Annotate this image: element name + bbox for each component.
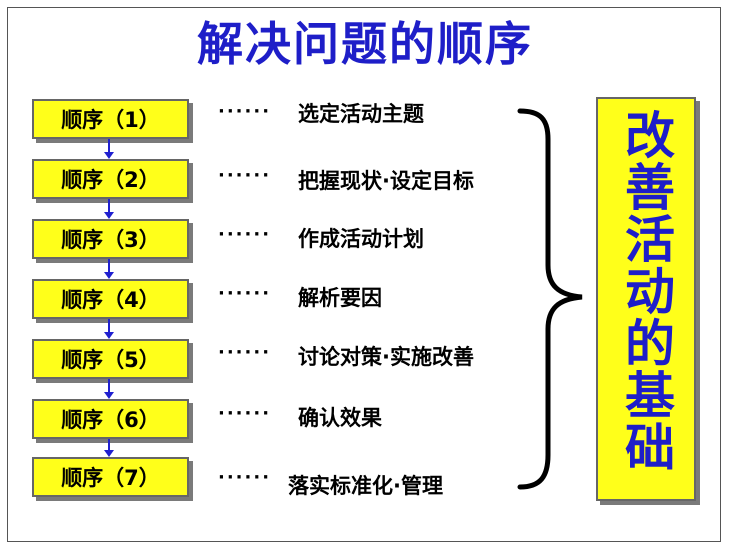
foundation-box: 改善活动的基础: [596, 97, 696, 501]
step-box-2: 顺序（2）: [32, 159, 189, 199]
leader-dots-4: ······: [218, 283, 272, 304]
arrow-down-icon: [104, 212, 114, 219]
step-desc-5: 讨论对策·实施改善: [298, 345, 474, 369]
slide-title: 解决问题的顺序: [197, 17, 533, 71]
leader-dots-3: ······: [218, 224, 272, 245]
step-box-7: 顺序（7）: [32, 457, 189, 497]
leader-dots-7: ······: [218, 467, 272, 488]
step-box-6: 顺序（6）: [32, 399, 189, 439]
arrow-down-icon: [104, 450, 114, 457]
connector-6-7: [108, 439, 110, 451]
arrow-down-icon: [104, 332, 114, 339]
step-box-4: 顺序（4）: [32, 279, 189, 319]
arrow-down-icon: [104, 152, 114, 159]
step-desc-7: 落实标准化·管理: [288, 474, 443, 498]
connector-3-4: [108, 259, 110, 273]
curly-brace-icon: [517, 108, 583, 490]
step-desc-4: 解析要因: [298, 286, 382, 310]
step-desc-2: 把握现状·设定目标: [298, 169, 474, 193]
step-desc-1: 选定活动主题: [298, 102, 424, 126]
foundation-label: 改善活动的基础: [617, 109, 676, 473]
slide-frame: [7, 7, 721, 542]
arrow-down-icon: [104, 272, 114, 279]
leader-dots-6: ······: [218, 403, 272, 424]
step-desc-3: 作成活动计划: [298, 227, 424, 251]
connector-2-3: [108, 199, 110, 213]
step-desc-6: 确认效果: [298, 406, 382, 430]
connector-1-2: [108, 139, 110, 153]
step-box-1: 顺序（1）: [32, 99, 189, 139]
leader-dots-5: ······: [218, 342, 272, 363]
connector-5-6: [108, 379, 110, 393]
leader-dots-1: ······: [218, 101, 272, 122]
step-box-5: 顺序（5）: [32, 339, 189, 379]
leader-dots-2: ······: [218, 165, 272, 186]
arrow-down-icon: [104, 392, 114, 399]
step-box-3: 顺序（3）: [32, 219, 189, 259]
connector-4-5: [108, 319, 110, 333]
